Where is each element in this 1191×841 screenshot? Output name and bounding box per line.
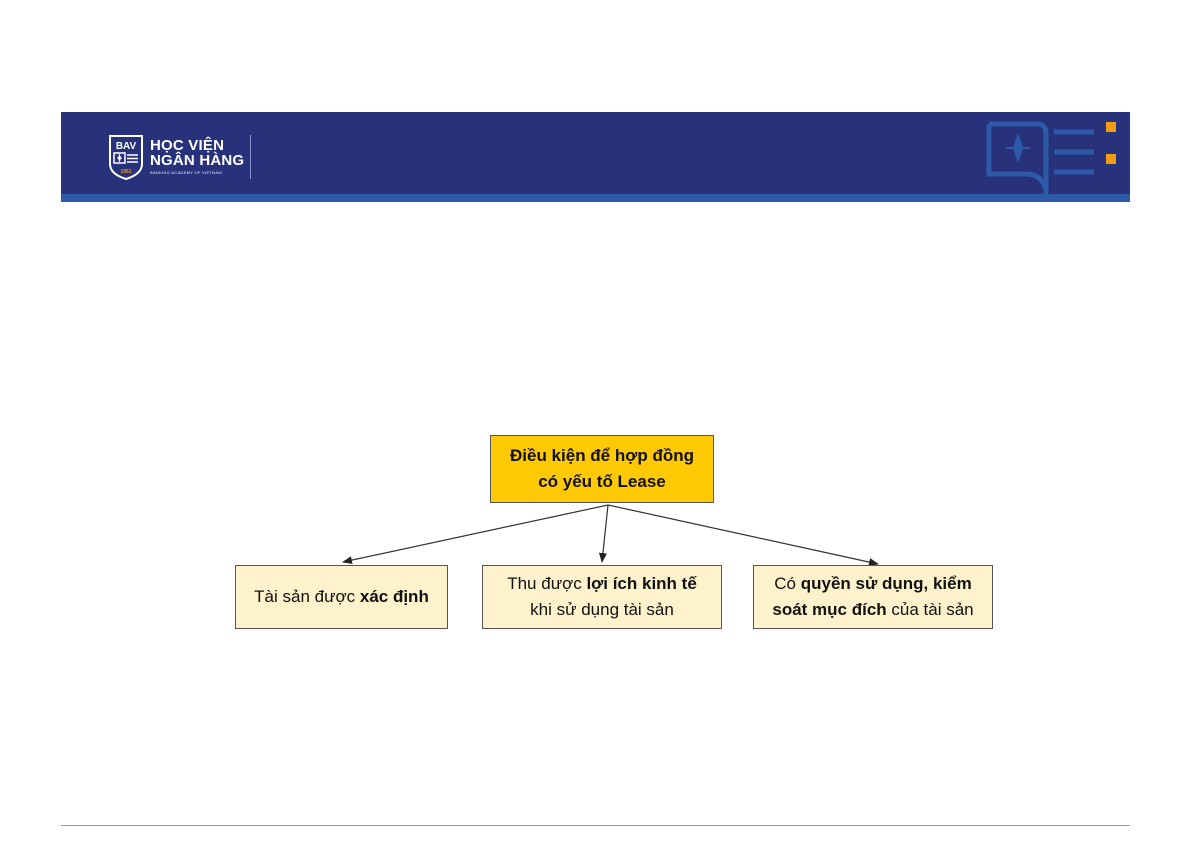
child-3-bold: quyền sử dụng, kiểm xyxy=(801,574,972,593)
child-3-line2-bold: soát mục đích xyxy=(772,600,886,619)
arrow-to-child-3 xyxy=(608,505,878,564)
child-3-text: Có xyxy=(774,574,800,593)
child-2-text: Thu được xyxy=(507,574,586,593)
arrow-to-child-2 xyxy=(602,505,608,562)
root-node-line2: có yếu tố Lease xyxy=(510,469,694,495)
child-1-text: Tài sản được xyxy=(254,587,360,606)
child-3-line2-text: của tài sản xyxy=(887,600,974,619)
child-node-economic-benefits: Thu được lợi ích kinh tế khi sử dụng tài… xyxy=(482,565,722,629)
child-1-bold: xác định xyxy=(360,587,429,606)
child-2-line2: khi sử dụng tài sản xyxy=(507,597,697,623)
footer-divider xyxy=(61,825,1130,826)
arrow-to-child-1 xyxy=(343,505,608,562)
root-node-line1: Điều kiện để hợp đồng xyxy=(510,443,694,469)
child-node-identified-asset: Tài sản được xác định xyxy=(235,565,448,629)
root-node: Điều kiện để hợp đồng có yếu tố Lease xyxy=(490,435,714,503)
child-node-right-to-direct-use: Có quyền sử dụng, kiểm soát mục đích của… xyxy=(753,565,993,629)
child-2-bold: lợi ích kinh tế xyxy=(586,574,696,593)
